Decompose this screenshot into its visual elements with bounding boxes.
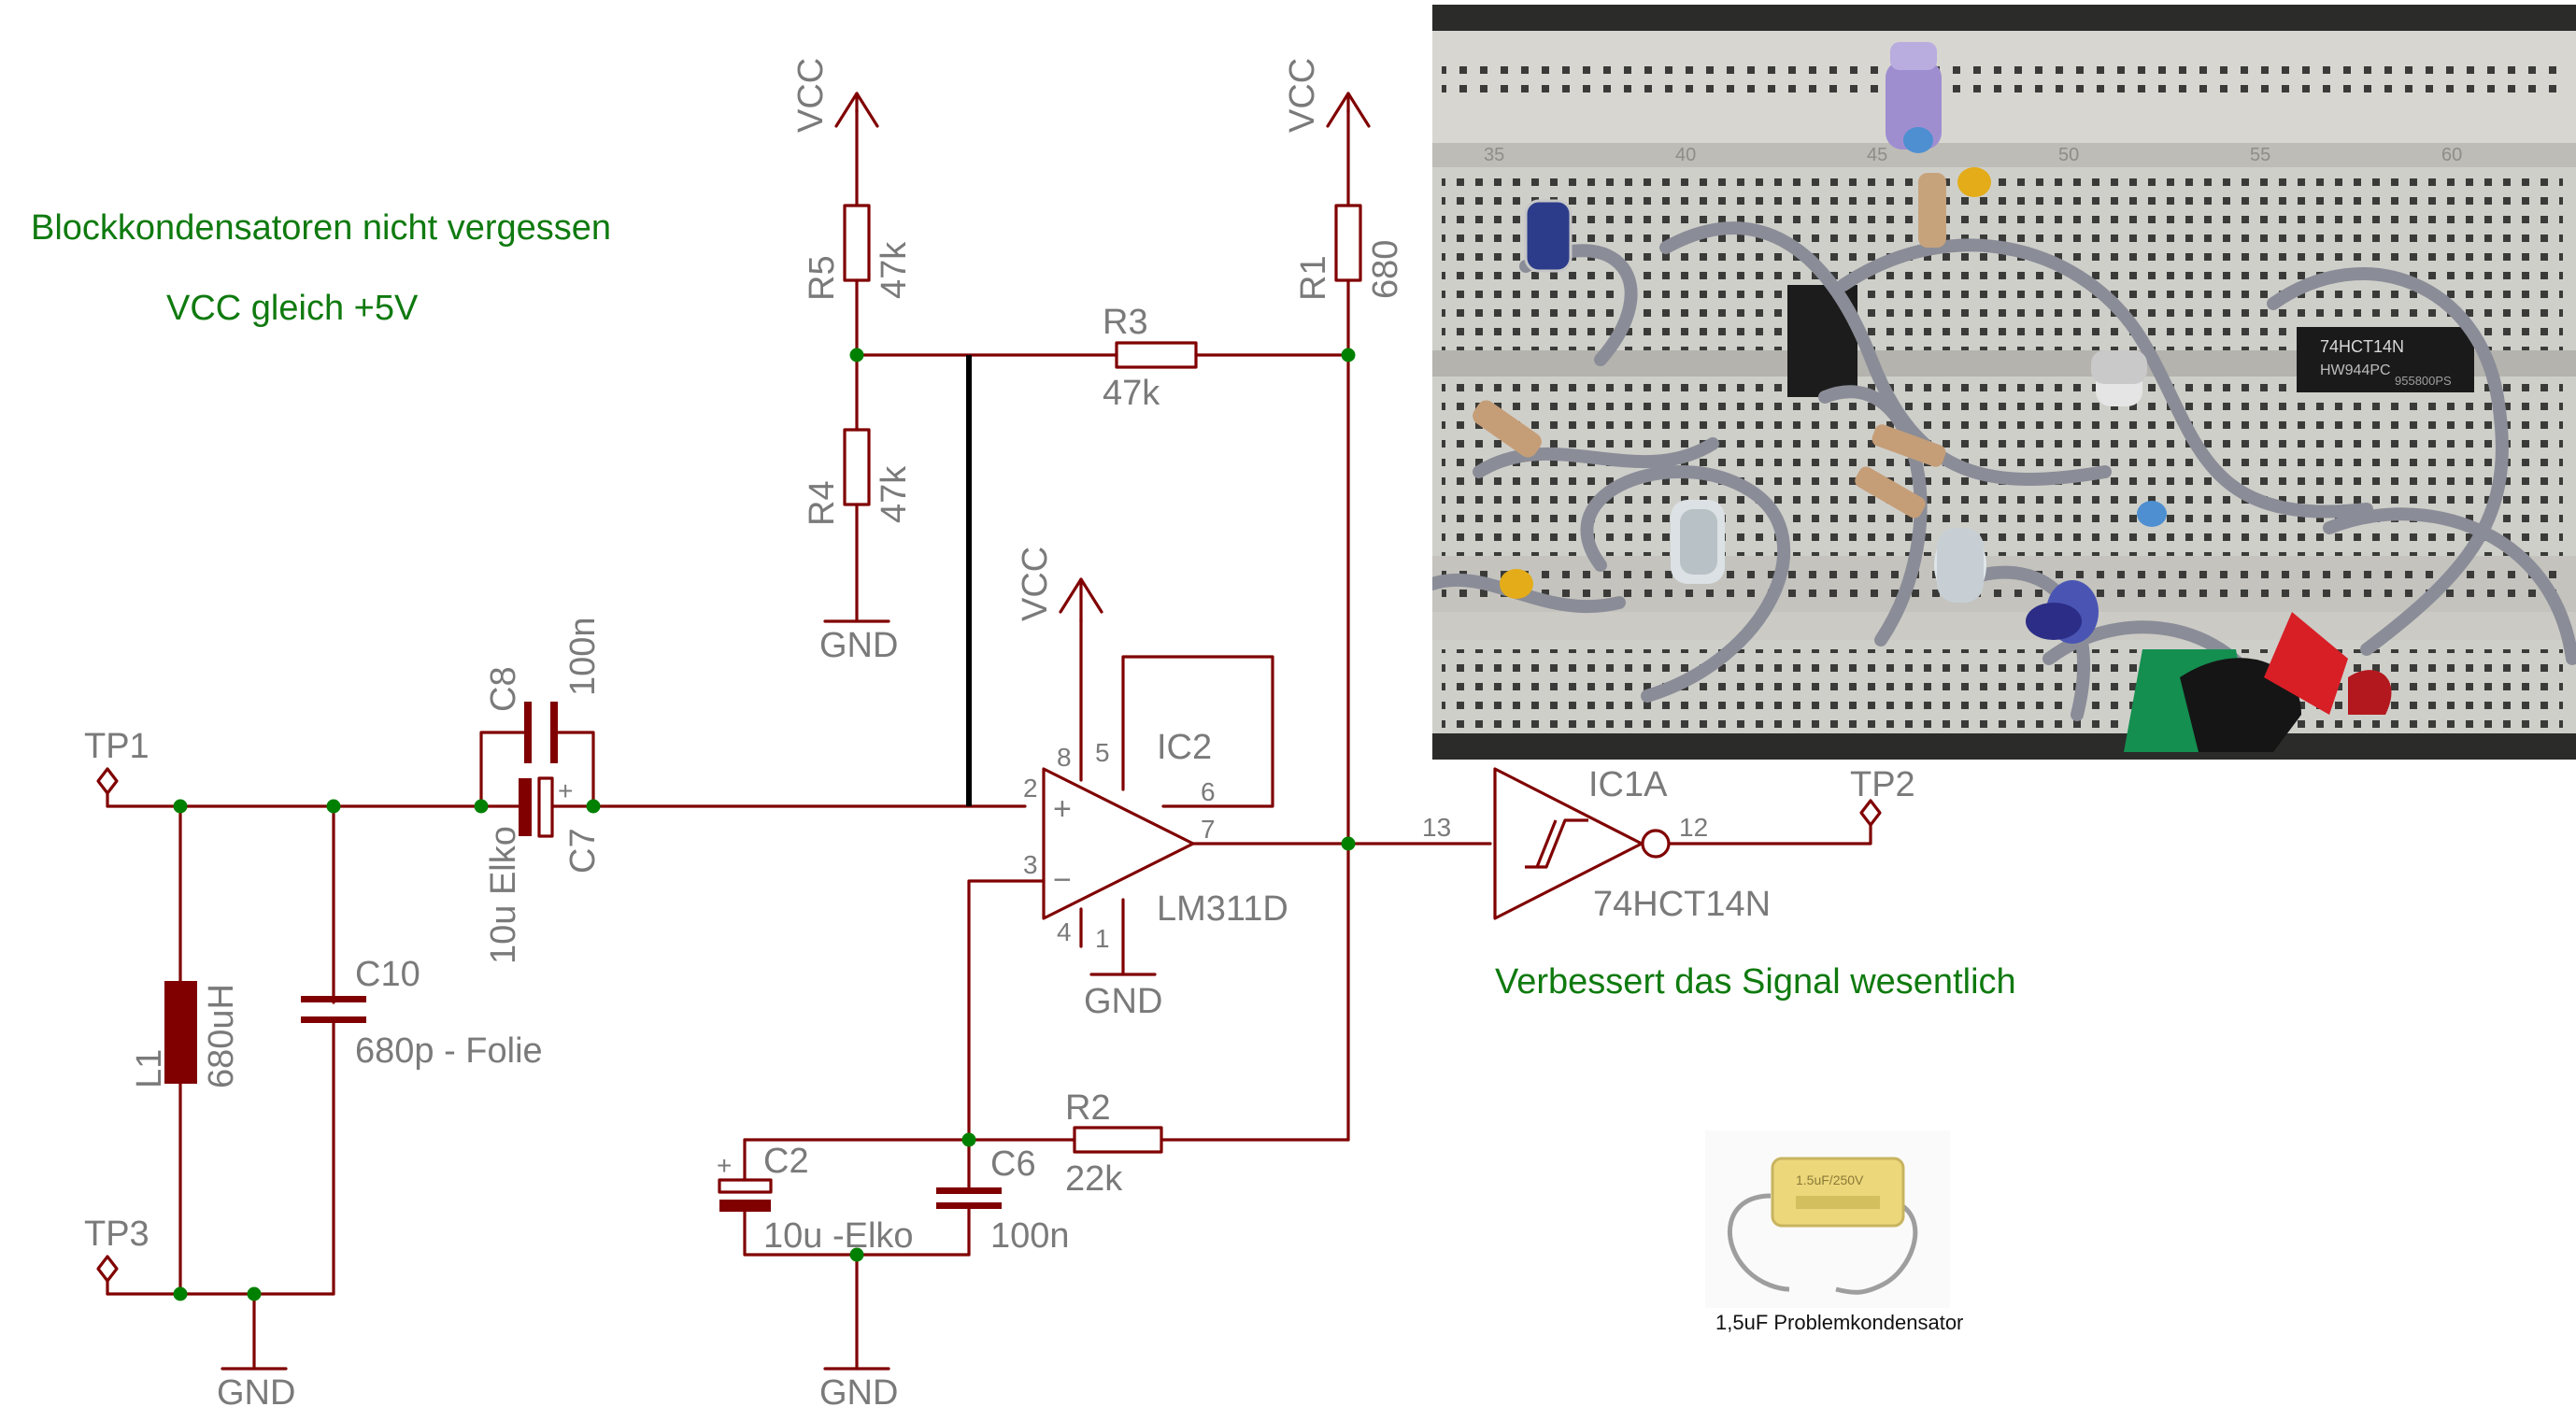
capacitor-c8: C8 100n bbox=[484, 617, 603, 763]
capacitor-photo: 1.5uF/250V bbox=[1705, 1130, 1950, 1308]
resistor-r3: R3 47k bbox=[1103, 303, 1198, 413]
resistor-r5: R5 47k bbox=[803, 204, 914, 301]
capacitor-c10: C10 680p - Folie bbox=[301, 955, 543, 1071]
c10-ref: C10 bbox=[355, 955, 420, 994]
c10-value: 680p - Folie bbox=[355, 1031, 543, 1071]
c2-plus-sign: + bbox=[717, 1151, 732, 1180]
capacitor-c7-elko: + C7 10u Elko bbox=[484, 776, 603, 964]
r4-ref: R4 bbox=[803, 480, 842, 526]
vcc-symbol-r5: VCC bbox=[791, 58, 879, 133]
gnd-symbol-left: GND bbox=[217, 1367, 295, 1413]
ic1a-ref: IC1A bbox=[1588, 765, 1668, 804]
ic2-minus-sign: − bbox=[1053, 862, 1072, 898]
gnd-symbol-center: GND bbox=[819, 1367, 898, 1413]
r3-ref: R3 bbox=[1103, 303, 1148, 342]
row-number-50: 50 bbox=[2058, 145, 2079, 165]
tp3-label: TP3 bbox=[84, 1215, 149, 1254]
test-point-tp1: TP1 bbox=[84, 727, 149, 808]
ic2-pin-4: 4 bbox=[1057, 917, 1072, 946]
ic2-pin-1: 1 bbox=[1095, 924, 1110, 953]
r1-value: 680 bbox=[1366, 240, 1405, 299]
r5-value: 47k bbox=[875, 241, 914, 299]
c6-ref: C6 bbox=[990, 1144, 1036, 1184]
row-number-45: 45 bbox=[1867, 145, 1887, 165]
resistor-r1: R1 680 bbox=[1294, 204, 1405, 301]
r3-value: 47k bbox=[1103, 374, 1160, 413]
l1-ref: L1 bbox=[130, 1049, 169, 1088]
resistor-r2: R2 22k bbox=[1065, 1088, 1163, 1199]
gnd-symbol-ic2: GND bbox=[1084, 973, 1162, 1021]
row-number-35: 35 bbox=[1484, 145, 1504, 165]
ic2-pin-6: 6 bbox=[1201, 777, 1216, 806]
ic2-pin-3: 3 bbox=[1023, 850, 1038, 879]
chip-1-line-2: HW944PC bbox=[2320, 362, 2391, 378]
capacitor-photo-caption: 1,5uF Problemkondensator bbox=[1715, 1311, 1964, 1334]
ic2-part: LM311D bbox=[1157, 889, 1288, 929]
hysteresis-icon bbox=[1525, 818, 1588, 869]
test-point-tp2: TP2 bbox=[1850, 765, 1915, 827]
test-point-tp3: TP3 bbox=[84, 1215, 149, 1296]
capacitor-c2-elko: + C2 10u -Elko bbox=[717, 1142, 914, 1256]
capacitor-body-text: 1.5uF/250V bbox=[1796, 1172, 1864, 1187]
note-vcc-definition: VCC gleich +5V bbox=[166, 289, 419, 328]
ic1a-part: 74HCT14N bbox=[1593, 885, 1771, 924]
r4-value: 47k bbox=[875, 465, 914, 523]
c7-ref: C7 bbox=[563, 828, 603, 874]
comparator-ic2: + − IC2 LM311D 2 3 4 1 5 6 7 8 bbox=[1023, 728, 1288, 953]
c6-value: 100n bbox=[990, 1216, 1070, 1256]
ic2-ref: IC2 bbox=[1157, 728, 1212, 767]
chip-2-line-1: 955800PS bbox=[2395, 374, 2452, 388]
tp2-label: TP2 bbox=[1850, 765, 1915, 804]
c8-ref: C8 bbox=[484, 666, 523, 712]
vcc-label-r1: VCC bbox=[1283, 58, 1322, 133]
schmitt-inverter-ic1a: IC1A 74HCT14N 13 12 bbox=[1422, 765, 1771, 924]
junctions bbox=[173, 348, 1356, 1301]
gnd-label-r4: GND bbox=[819, 626, 898, 665]
c8-value: 100n bbox=[563, 617, 603, 696]
gnd-label-center: GND bbox=[819, 1373, 898, 1413]
wires bbox=[106, 108, 1872, 1371]
row-number-40: 40 bbox=[1675, 145, 1696, 165]
ic1a-pin-12: 12 bbox=[1679, 813, 1708, 842]
ic2-pin-5: 5 bbox=[1095, 738, 1110, 767]
c7-plus-sign: + bbox=[558, 776, 573, 805]
resistor-r4: R4 47k bbox=[803, 428, 914, 526]
c2-value: 10u -Elko bbox=[763, 1216, 914, 1256]
ic1a-pin-13: 13 bbox=[1422, 813, 1451, 842]
ic2-pin-8: 8 bbox=[1057, 743, 1072, 772]
gnd-symbol-r4: GND bbox=[819, 619, 898, 665]
l1-value: 680uH bbox=[202, 984, 241, 1088]
gnd-label-ic2: GND bbox=[1084, 982, 1162, 1021]
r1-ref: R1 bbox=[1294, 255, 1333, 301]
vcc-symbol-r1: VCC bbox=[1283, 58, 1371, 133]
r2-ref: R2 bbox=[1065, 1088, 1111, 1128]
ic2-pin-7: 7 bbox=[1201, 815, 1216, 844]
vcc-label-ic2: VCC bbox=[1016, 547, 1055, 621]
r2-value: 22k bbox=[1065, 1159, 1123, 1199]
ic2-pin-2: 2 bbox=[1023, 774, 1038, 803]
ic2-plus-sign: + bbox=[1053, 791, 1072, 827]
vcc-symbol-ic2: VCC bbox=[1016, 547, 1103, 623]
note-improvement: Verbessert das Signal wesentlich bbox=[1495, 962, 2016, 1002]
row-number-55: 55 bbox=[2250, 145, 2270, 165]
breadboard-photo: 35 40 45 50 55 60 74HCT14N HW944PC 95580… bbox=[1432, 5, 2576, 760]
row-number-60: 60 bbox=[2441, 145, 2462, 165]
chip-1-line-1: 74HCT14N bbox=[2320, 337, 2404, 356]
inductor-l1: L1 680uH bbox=[130, 981, 241, 1088]
c2-ref: C2 bbox=[763, 1142, 809, 1181]
capacitor-c6: C6 100n bbox=[936, 1144, 1070, 1256]
tp1-label: TP1 bbox=[84, 727, 149, 766]
gnd-label-left: GND bbox=[217, 1373, 295, 1413]
vcc-label-r5: VCC bbox=[791, 58, 831, 133]
note-blockkondensatoren: Blockkondensatoren nicht vergessen bbox=[31, 208, 611, 248]
c7-value: 10u Elko bbox=[484, 826, 523, 964]
r5-ref: R5 bbox=[803, 255, 842, 301]
